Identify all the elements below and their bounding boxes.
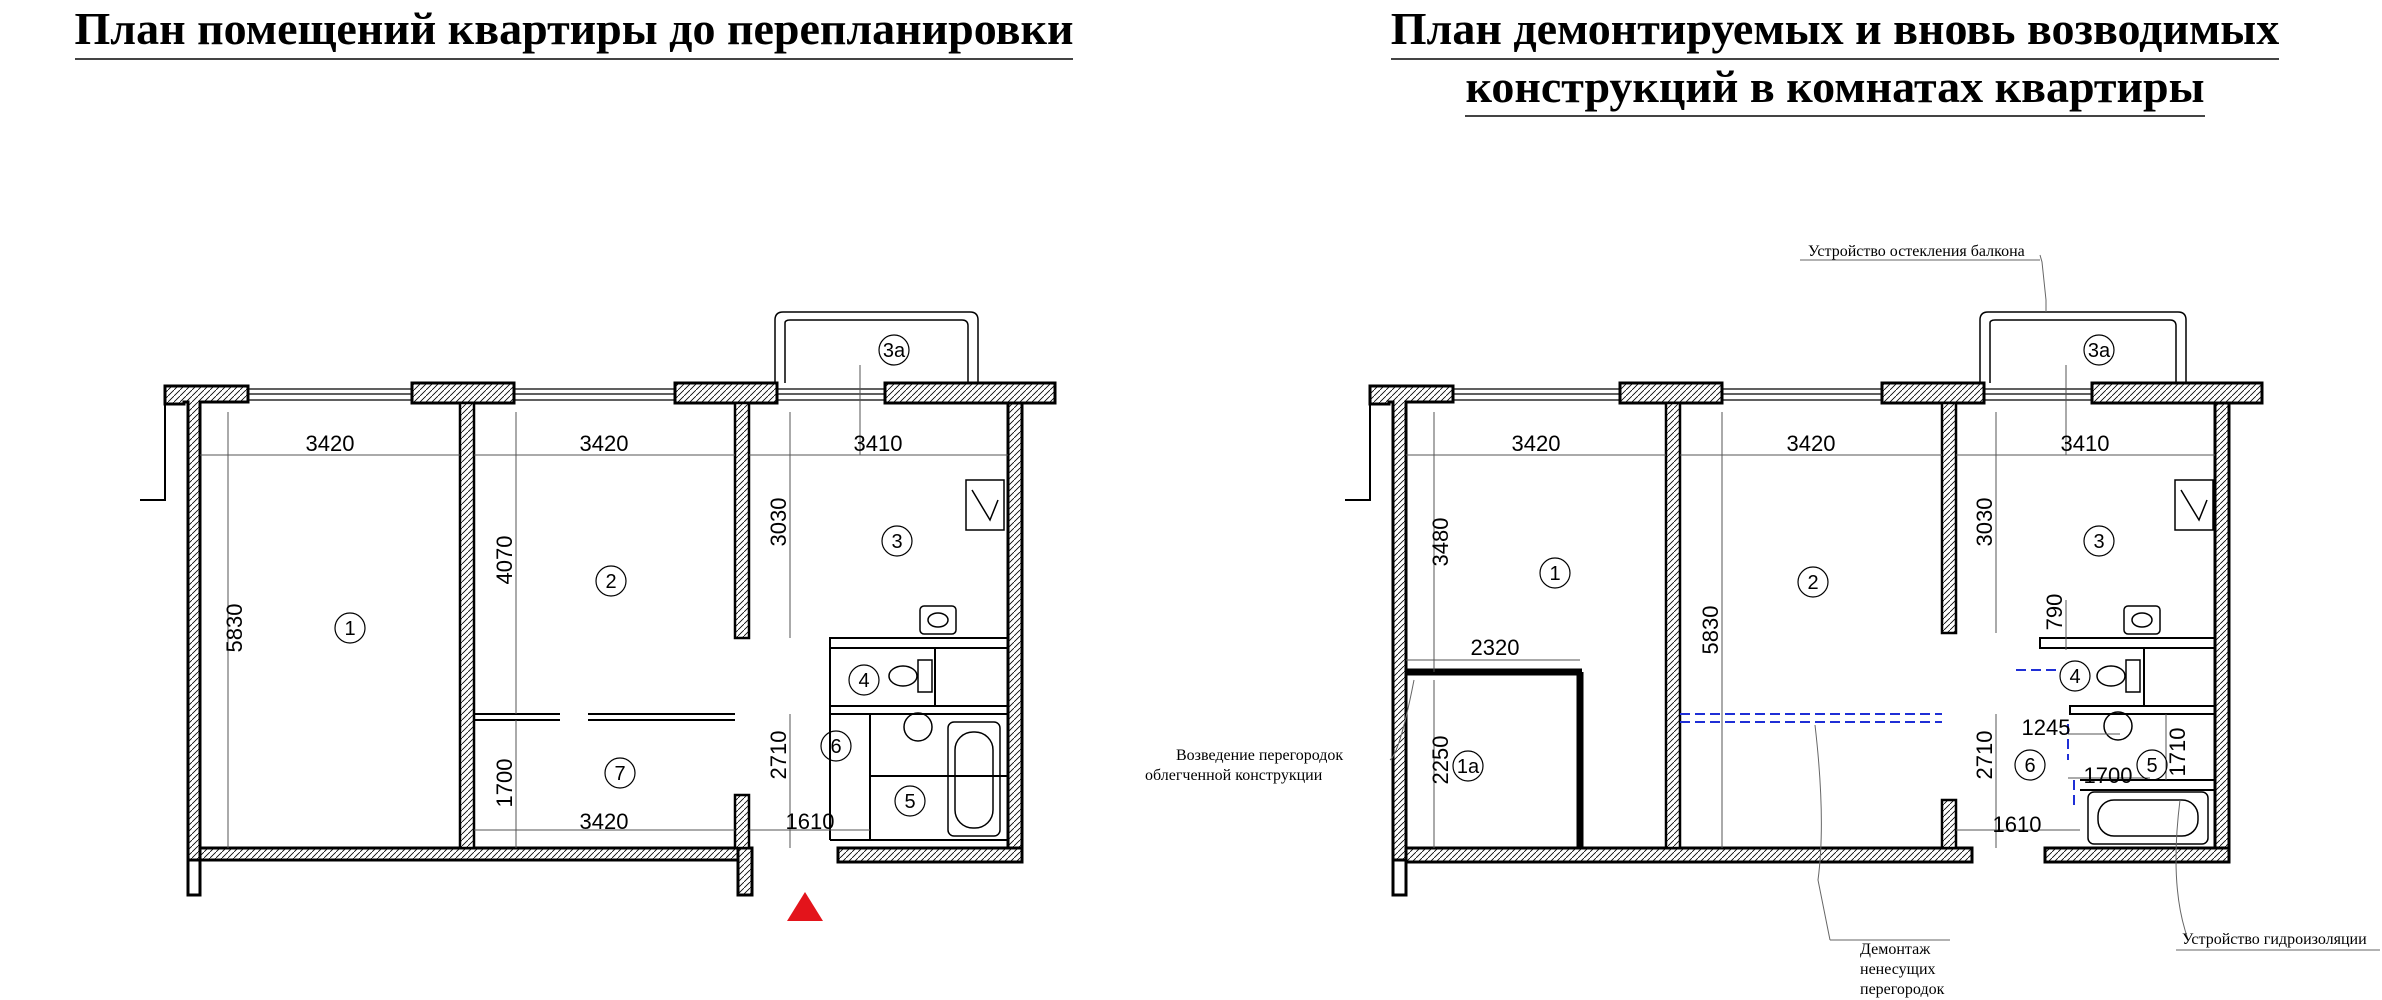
dim-after-width-room1a: 2320 bbox=[1471, 635, 1520, 660]
balcony bbox=[774, 311, 979, 383]
dim-height-room2: 4070 bbox=[492, 536, 517, 585]
room-1a-after-label: 1а bbox=[1457, 756, 1480, 778]
room-6-after-label: 6 bbox=[2024, 755, 2035, 777]
room-5-label: 5 bbox=[904, 791, 915, 813]
room-3-after-label: 3 bbox=[2093, 531, 2104, 553]
note-demolish-line2: ненесущих bbox=[1860, 961, 1936, 978]
stove bbox=[965, 479, 1005, 531]
dim-after-height-room6: 2710 bbox=[1972, 731, 1997, 780]
dim-after-width-room4: 1245 bbox=[2022, 715, 2071, 740]
room-1-label: 1 bbox=[344, 618, 355, 640]
room-3a-label: 3а bbox=[883, 340, 906, 362]
plan-after-title-line1: План демонтируемых и вновь возводимых bbox=[1390, 3, 2280, 60]
note-demolish-line3: перегородок bbox=[1860, 981, 1945, 998]
note-partition-line2: облегченной конструкции bbox=[1145, 767, 1323, 784]
dim-after-width-room1: 3420 bbox=[1512, 431, 1561, 456]
dim-width-room2: 3420 bbox=[580, 431, 629, 456]
dim-after-height-room1: 3480 bbox=[1428, 518, 1453, 567]
demolished-partitions bbox=[1680, 669, 2075, 808]
room-6-label: 6 bbox=[830, 736, 841, 758]
dim-height-room1: 5830 bbox=[222, 604, 247, 653]
room-7-label: 7 bbox=[614, 763, 625, 785]
dim-height-room6: 2710 bbox=[766, 731, 791, 780]
room-3-label: 3 bbox=[891, 531, 902, 553]
note-waterproofing: Устройство гидроизоляции bbox=[2182, 931, 2367, 948]
room-3a-after-label: 3а bbox=[2088, 340, 2111, 362]
new-partition bbox=[1406, 668, 1584, 848]
dim-width-room6: 1610 bbox=[786, 809, 835, 834]
room-2-after-label: 2 bbox=[1807, 572, 1818, 594]
plan-before-title: План помещений квартиры до перепланировк… bbox=[0, 3, 1148, 60]
room-4-after-label: 4 bbox=[2069, 666, 2080, 688]
dim-width-room7: 3420 bbox=[580, 809, 629, 834]
room-5-after-label: 5 bbox=[2146, 755, 2157, 777]
dim-after-height-room4: 790 bbox=[2042, 594, 2067, 631]
plan-before-room-labels bbox=[334, 334, 926, 817]
note-partition-line1: Возведение перегородок bbox=[1176, 747, 1343, 764]
dim-after-width-room6: 1610 bbox=[1993, 812, 2042, 837]
dim-after-height-room2: 5830 bbox=[1698, 606, 1723, 655]
room-1-after-label: 1 bbox=[1549, 563, 1560, 585]
dim-height-room7: 1700 bbox=[492, 759, 517, 808]
toilet bbox=[888, 659, 933, 693]
room-2-label: 2 bbox=[605, 571, 616, 593]
dim-after-height-room3: 3030 bbox=[1972, 498, 1997, 547]
sink bbox=[903, 605, 957, 742]
dim-after-width-room2: 3420 bbox=[1787, 431, 1836, 456]
entrance-marker bbox=[787, 892, 823, 921]
plan-after bbox=[1345, 254, 2264, 941]
exterior-walls bbox=[140, 381, 1057, 897]
dim-after-width-room5: 1700 bbox=[2084, 763, 2133, 788]
interior-walls bbox=[458, 401, 751, 850]
dim-height-room3: 3030 bbox=[766, 498, 791, 547]
plan-before bbox=[140, 311, 1057, 897]
plan-after-title: План демонтируемых и вновь возводимых ко… bbox=[1310, 3, 2360, 119]
room-4-label: 4 bbox=[858, 670, 869, 692]
plan-after-title-line2: конструкций в комнатах квартиры bbox=[1465, 61, 2205, 118]
note-demolish-line1: Демонтаж bbox=[1860, 941, 1931, 958]
dim-width-room1: 3420 bbox=[306, 431, 355, 456]
dim-after-height-room5: 1710 bbox=[2165, 728, 2190, 777]
exterior-walls-after bbox=[1345, 381, 2264, 897]
dim-after-height-room1a: 2250 bbox=[1428, 736, 1453, 785]
dim-after-width-room3: 3410 bbox=[2061, 431, 2110, 456]
note-balcony-glazing: Устройство остекления балкона bbox=[1808, 243, 2025, 260]
dim-width-room3: 3410 bbox=[854, 431, 903, 456]
bathtub bbox=[947, 721, 1001, 837]
